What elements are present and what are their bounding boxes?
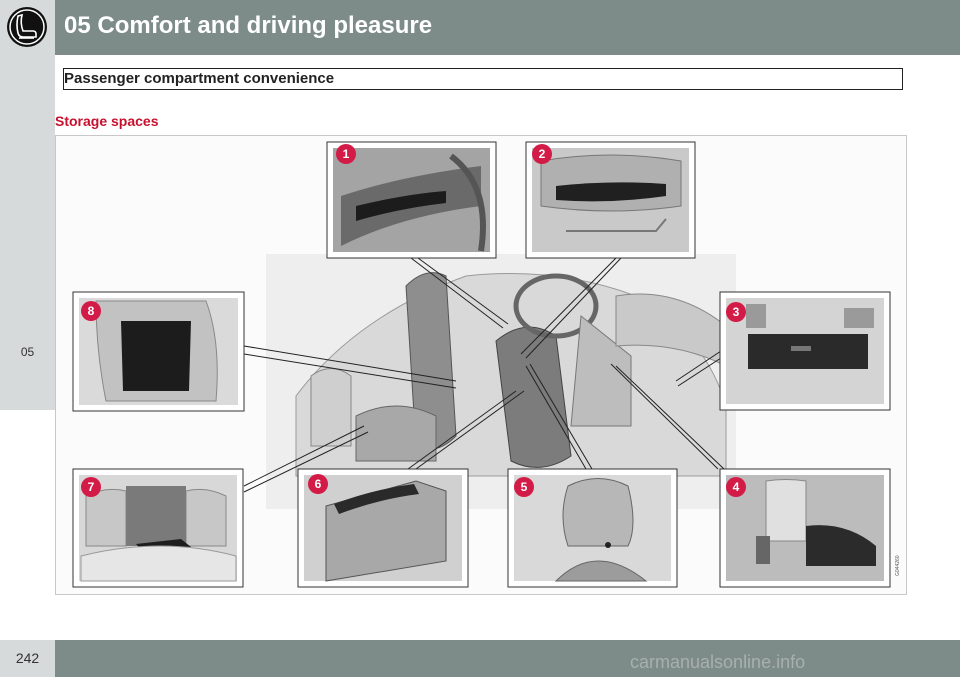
image-code: G044260 [895, 555, 901, 576]
inset-3: 3 [719, 291, 891, 411]
callout-number-6: 6 [315, 477, 322, 491]
inset-5: 5 [507, 468, 678, 588]
storage-spaces-illustration: 1 2 3 4 G0 [55, 135, 907, 595]
side-chapter-tab [0, 55, 55, 410]
callout-number-5: 5 [521, 480, 528, 494]
page-footer [0, 640, 960, 677]
inset-2: 2 [525, 141, 696, 259]
inset-7: 7 [72, 468, 244, 588]
callout-number-4: 4 [733, 480, 740, 494]
inset-1: 1 [326, 141, 497, 259]
callout-number-3: 3 [733, 305, 740, 319]
callout-number-7: 7 [88, 480, 95, 494]
seat-icon [7, 7, 47, 47]
callout-number-2: 2 [539, 147, 546, 161]
inset-8: 8 [72, 291, 245, 412]
callout-leader-lines [243, 257, 725, 493]
inset-4: 4 G044260 [719, 468, 901, 588]
chapter-title: 05 Comfort and driving pleasure [64, 12, 433, 39]
car-interior-illustration [295, 272, 727, 477]
section-title: Passenger compartment convenience [64, 70, 335, 87]
subsection-title: Storage spaces [55, 113, 159, 129]
chapter-icon-box [0, 0, 55, 55]
section-title-box [63, 68, 903, 90]
page-number: 242 [15, 650, 40, 666]
callout-number-8: 8 [88, 304, 95, 318]
watermark-text: carmanualsonline.info [630, 652, 806, 672]
side-tab-label: 05 [20, 345, 35, 359]
page-number-box [0, 640, 55, 677]
inset-6: 6 [297, 468, 469, 588]
page-header [0, 0, 960, 55]
callout-number-1: 1 [343, 147, 350, 161]
